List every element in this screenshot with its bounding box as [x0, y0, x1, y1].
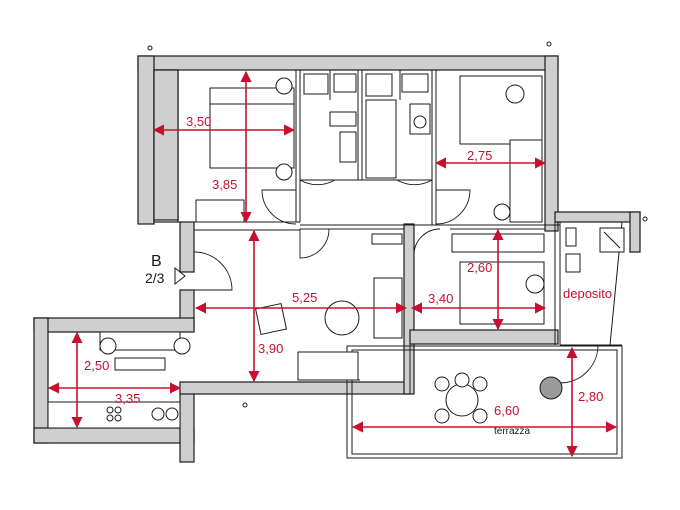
room-label-storage: deposito: [563, 286, 612, 301]
section-marker: B 2/3: [145, 253, 186, 286]
walls: [33, 55, 641, 463]
corner-markers: [147, 41, 648, 408]
dim-label-kitchen-depth: 2,50: [84, 358, 109, 373]
dim-label-living-width: 5,25: [292, 290, 317, 305]
dim-label-terrace-depth: 2,80: [578, 389, 603, 404]
section-ref: 2/3: [145, 270, 165, 286]
dim-label-bedroom3-depth: 2,60: [467, 260, 492, 275]
dimension-labels: 3,50 3,85 2,75 5,25 3,90 2,60 3,40 2,50 …: [84, 114, 603, 418]
section-letter: B: [151, 253, 162, 270]
dim-label-living-depth: 3,90: [258, 341, 283, 356]
dim-label-bedroom1-depth: 3,85: [212, 177, 237, 192]
furniture: [47, 73, 625, 429]
room-labels: deposito terrazza: [494, 286, 612, 437]
dim-label-bedroom3-width: 3,40: [428, 291, 453, 306]
dim-label-kitchen-width: 3,35: [115, 391, 140, 406]
dimension-arrows: [47, 70, 618, 458]
dim-label-bedroom2-width: 2,75: [467, 148, 492, 163]
dim-label-terrace-width: 6,60: [494, 403, 519, 418]
room-label-terrace: terrazza: [494, 426, 531, 437]
dim-label-bedroom1-width: 3,50: [186, 114, 211, 129]
section-arrow-icon: [174, 266, 186, 286]
